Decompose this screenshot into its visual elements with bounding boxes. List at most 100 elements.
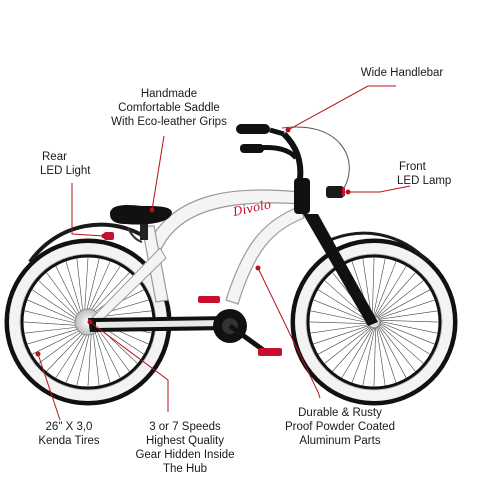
spoke	[372, 257, 386, 318]
spoke	[371, 256, 375, 318]
spoke	[377, 325, 407, 379]
spoke	[26, 328, 81, 345]
rear-fender	[28, 222, 152, 264]
spoke	[331, 326, 373, 372]
callout-dot-gears	[87, 319, 93, 325]
spoke	[94, 329, 111, 384]
spoke	[26, 299, 79, 323]
label-line: Aluminum Parts	[299, 435, 381, 447]
spoke	[85, 257, 100, 313]
callout-line-handlebar	[287, 85, 396, 131]
spoke	[309, 324, 370, 334]
spoke	[373, 326, 377, 388]
label-line: Highest Quality	[146, 435, 224, 447]
label-tires: 26" X 3,0 Kenda Tires	[26, 420, 112, 448]
callout-line-tires	[37, 353, 61, 421]
spoke	[308, 321, 370, 325]
spoke	[378, 323, 424, 365]
label-front-lamp: Front LED Lamp	[397, 160, 477, 188]
callout-line-rear-light	[71, 183, 105, 237]
spoke	[55, 331, 87, 379]
front-fender	[321, 231, 430, 263]
spoke	[375, 272, 417, 318]
spoke	[378, 319, 440, 323]
label-line: Proof Powder Coated	[285, 421, 395, 433]
label-line: With Eco-leather Grips	[111, 116, 227, 128]
spoke	[341, 326, 374, 379]
spoke	[378, 322, 431, 355]
spoke	[91, 272, 131, 313]
spoke	[45, 331, 85, 372]
spoke	[23, 326, 80, 334]
spoke	[76, 257, 84, 314]
spoke	[89, 265, 121, 313]
callout-dot-handlebar	[285, 127, 291, 133]
label-line: LED Lamp	[397, 175, 452, 187]
handlebar	[236, 124, 350, 189]
spoke	[312, 324, 371, 345]
rear-led-light	[104, 232, 114, 240]
callout-line-front-lamp	[348, 185, 411, 193]
callout-lines	[35, 85, 411, 421]
callout-dot-tires	[35, 351, 41, 357]
label-saddle: Handmade Comfortable Saddle With Eco-lea…	[92, 87, 246, 129]
spoke	[96, 326, 130, 373]
spoke	[376, 325, 397, 384]
spoke	[374, 265, 407, 318]
spoke	[37, 330, 84, 364]
front-wheel	[290, 238, 458, 406]
label-rear-light: Rear LED Light	[40, 150, 120, 178]
spoke	[31, 329, 82, 355]
spoke	[377, 289, 431, 319]
spoke	[377, 299, 436, 320]
label-line: Kenda Tires	[38, 435, 100, 447]
label-line: LED Light	[40, 165, 91, 177]
spoke	[65, 331, 89, 384]
spoke	[97, 325, 138, 365]
spoke	[376, 326, 386, 387]
spoke	[373, 260, 397, 318]
spoke	[95, 328, 121, 379]
label-line: 3 or 7 Speeds	[149, 421, 221, 433]
spoke	[317, 325, 371, 355]
spoke	[87, 260, 111, 313]
spoke	[55, 265, 81, 316]
front-fork	[303, 214, 378, 326]
label-gears: 3 or 7 Speeds Highest Quality Gear Hidde…	[122, 420, 248, 476]
spoke	[362, 326, 376, 387]
callout-line-frame	[257, 267, 321, 399]
spoke	[378, 320, 439, 334]
label-line: Wide Handlebar	[360, 67, 444, 79]
spoke	[376, 280, 425, 318]
spoke	[317, 289, 370, 322]
label-frame: Durable & Rusty Proof Powder Coated Alum…	[264, 406, 416, 448]
spoke	[76, 331, 91, 387]
spoke	[22, 321, 79, 326]
label-line: Front	[399, 161, 426, 173]
crankset	[198, 296, 282, 356]
spoke	[309, 310, 370, 324]
callout-dot-saddle	[149, 207, 155, 213]
callout-dot-front-lamp	[345, 189, 351, 195]
spoke	[378, 324, 416, 373]
spoke	[87, 331, 92, 388]
spoke	[312, 299, 370, 323]
label-line: Comfortable Saddle	[118, 102, 220, 114]
spoke	[31, 289, 79, 321]
label-line: Rear	[42, 151, 67, 163]
callout-dot-rear-light	[101, 233, 107, 239]
spoke	[46, 271, 80, 318]
spoke	[38, 279, 79, 319]
bicycle-frame	[88, 178, 310, 332]
spoke	[84, 256, 89, 313]
spoke	[23, 310, 79, 325]
front-led-lamp	[326, 186, 345, 198]
callout-line-gears	[89, 321, 169, 412]
spoke	[351, 326, 375, 384]
spoke	[378, 321, 436, 345]
label-line: 26" X 3,0	[45, 421, 93, 433]
label-line: Gear Hidden Inside	[135, 449, 235, 461]
spoke	[378, 310, 439, 320]
spoke	[92, 330, 100, 387]
spoke	[323, 326, 372, 364]
